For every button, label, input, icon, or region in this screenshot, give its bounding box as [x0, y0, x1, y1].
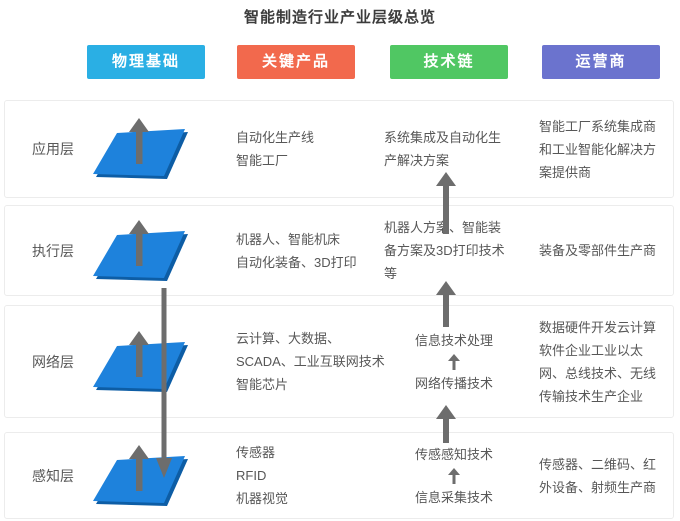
- products-text: 自动化生产线 智能工厂: [236, 130, 315, 168]
- up-arrow-icon: [436, 172, 456, 234]
- up-arrow-icon: [436, 405, 456, 443]
- tech-chain-text: 信息技术处理: [414, 332, 493, 348]
- operators-text: 智能工厂系统集成商 和工业智能化解决方 案提供商: [539, 118, 657, 180]
- tech-chain-text: 信息采集技术: [414, 489, 493, 505]
- layer-label: 网络层: [32, 353, 74, 370]
- layer-label: 执行层: [32, 242, 74, 259]
- up-arrow-icon: [448, 353, 460, 370]
- column-header-physical-foundation: 物理基础: [87, 45, 205, 79]
- tech-chain-text: 系统集成及自动化生 产解决方案: [384, 130, 502, 168]
- page-title: 智能制造行业产业层级总览: [243, 9, 436, 26]
- operators-text: 装备及零部件生产商: [539, 243, 657, 258]
- row-network-layer: 网络层 云计算、大数据、 SCADA、工业互联网技术 智能芯片 信息技术处理 网…: [4, 305, 674, 418]
- down-arrow-icon: [156, 288, 172, 478]
- row-execution-layer: 执行层 机器人、智能机床 自动化装备、3D打印 机器人方案、智能装 备方案及3D…: [4, 205, 674, 296]
- tech-chain-text: 网络传播技术: [414, 375, 493, 391]
- products-text: 云计算、大数据、 SCADA、工业互联网技术 智能芯片: [236, 331, 385, 392]
- row-perception-layer: 感知层 传感器 RFID 机器视觉 传感感知技术 信息采集技术 传感器、二维码、…: [4, 432, 674, 519]
- tech-chain-text: 传感感知技术: [414, 446, 493, 462]
- layer-label: 应用层: [32, 141, 74, 157]
- operators-text: 数据硬件开发云计算 软件企业工业以太 网、总线技术、无线 传输技术生产企业: [539, 319, 657, 404]
- up-arrow-icon: [436, 281, 456, 327]
- row-application-layer: 应用层 自动化生产线 智能工厂 系统集成及自动化生 产解决方案 智能工厂系统集成…: [4, 100, 674, 198]
- products-text: 机器人、智能机床 自动化装备、3D打印: [236, 231, 357, 270]
- products-text: 传感器 RFID 机器视觉: [236, 445, 289, 506]
- column-header-operators: 运营商: [542, 45, 660, 79]
- layer-plate-icon: [89, 101, 193, 197]
- layer-plate-icon: [89, 306, 193, 417]
- layer-label: 感知层: [32, 467, 74, 484]
- tech-chain-text: 机器人方案、智能装 备方案及3D打印技术 等: [384, 220, 505, 281]
- layer-plate-icon: [89, 206, 193, 295]
- up-arrow-icon: [448, 467, 460, 484]
- column-header-key-products: 关键产品: [237, 45, 355, 79]
- operators-text: 传感器、二维码、红 外设备、射频生产商: [539, 456, 657, 495]
- column-header-technology-chain: 技术链: [390, 45, 508, 79]
- layer-plate-icon: [89, 433, 193, 518]
